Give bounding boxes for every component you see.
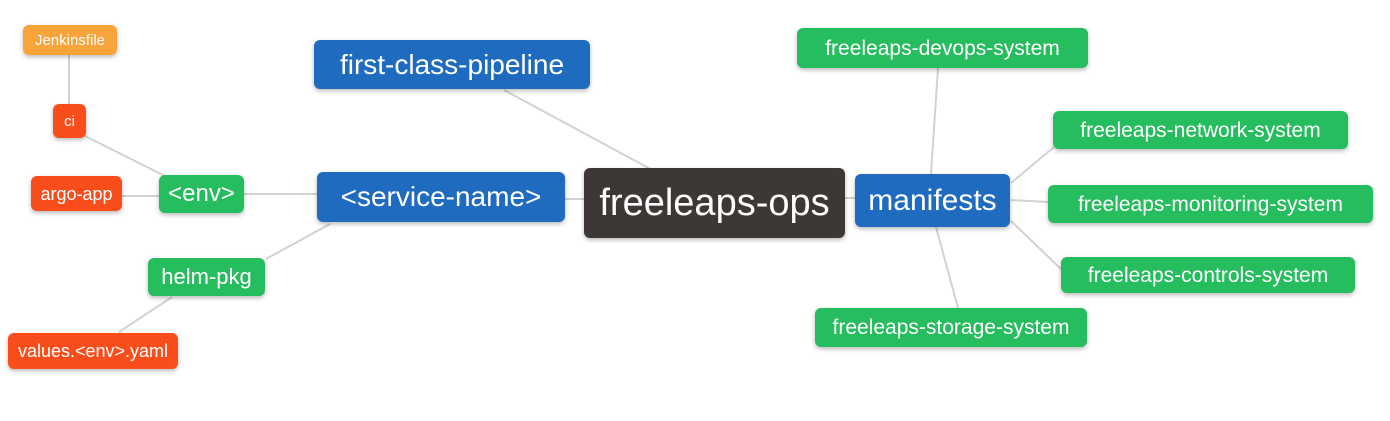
node-helm-pkg[interactable]: helm-pkg xyxy=(148,258,265,296)
node-argo-app[interactable]: argo-app xyxy=(31,176,122,211)
edge-manifests-to-storage-system xyxy=(935,226,959,309)
edge-helm-pkg-to-values-env-yaml xyxy=(118,296,173,333)
node-controls-system[interactable]: freeleaps-controls-system xyxy=(1061,257,1355,293)
node-label-ci: ci xyxy=(64,112,75,130)
node-label-service-name: <service-name> xyxy=(340,181,542,212)
edge-ci-to-env xyxy=(82,134,168,178)
node-label-freeleaps-ops: freeleaps-ops xyxy=(599,182,830,224)
edge-first-class-pipeline-to-freeleaps-ops xyxy=(503,89,657,173)
node-values-env-yaml[interactable]: values.<env>.yaml xyxy=(8,333,178,369)
edge-manifests-to-network-system xyxy=(1010,146,1055,184)
node-label-values-env-yaml: values.<env>.yaml xyxy=(17,341,169,361)
node-env[interactable]: <env> xyxy=(159,175,244,213)
edge-service-name-to-helm-pkg xyxy=(265,223,331,260)
edge-devops-system-to-manifests xyxy=(930,67,939,175)
node-ci[interactable]: ci xyxy=(53,104,86,138)
edge-manifests-to-controls-system xyxy=(1010,220,1062,270)
node-label-helm-pkg: helm-pkg xyxy=(161,264,252,289)
node-monitoring-system[interactable]: freeleaps-monitoring-system xyxy=(1048,185,1373,223)
node-service-name[interactable]: <service-name> xyxy=(317,172,565,222)
node-label-controls-system: freeleaps-controls-system xyxy=(1087,263,1329,287)
node-label-env: <env> xyxy=(168,180,235,207)
node-network-system[interactable]: freeleaps-network-system xyxy=(1053,111,1348,149)
node-devops-system[interactable]: freeleaps-devops-system xyxy=(797,28,1088,68)
node-label-jenkinsfile: Jenkinsfile xyxy=(34,31,106,49)
node-manifests[interactable]: manifests xyxy=(855,174,1010,227)
node-jenkinsfile[interactable]: Jenkinsfile xyxy=(23,25,117,55)
node-storage-system[interactable]: freeleaps-storage-system xyxy=(815,308,1087,347)
edge-manifests-to-monitoring-system xyxy=(1010,199,1049,203)
node-label-argo-app: argo-app xyxy=(40,183,113,204)
node-label-network-system: freeleaps-network-system xyxy=(1080,118,1321,142)
node-label-storage-system: freeleaps-storage-system xyxy=(832,316,1070,339)
node-first-class-pipeline[interactable]: first-class-pipeline xyxy=(314,40,590,89)
node-label-monitoring-system: freeleaps-monitoring-system xyxy=(1078,192,1343,216)
node-label-devops-system: freeleaps-devops-system xyxy=(825,36,1060,60)
node-label-manifests: manifests xyxy=(868,183,997,217)
node-label-first-class-pipeline: first-class-pipeline xyxy=(339,48,565,80)
node-freeleaps-ops[interactable]: freeleaps-ops xyxy=(584,168,845,238)
